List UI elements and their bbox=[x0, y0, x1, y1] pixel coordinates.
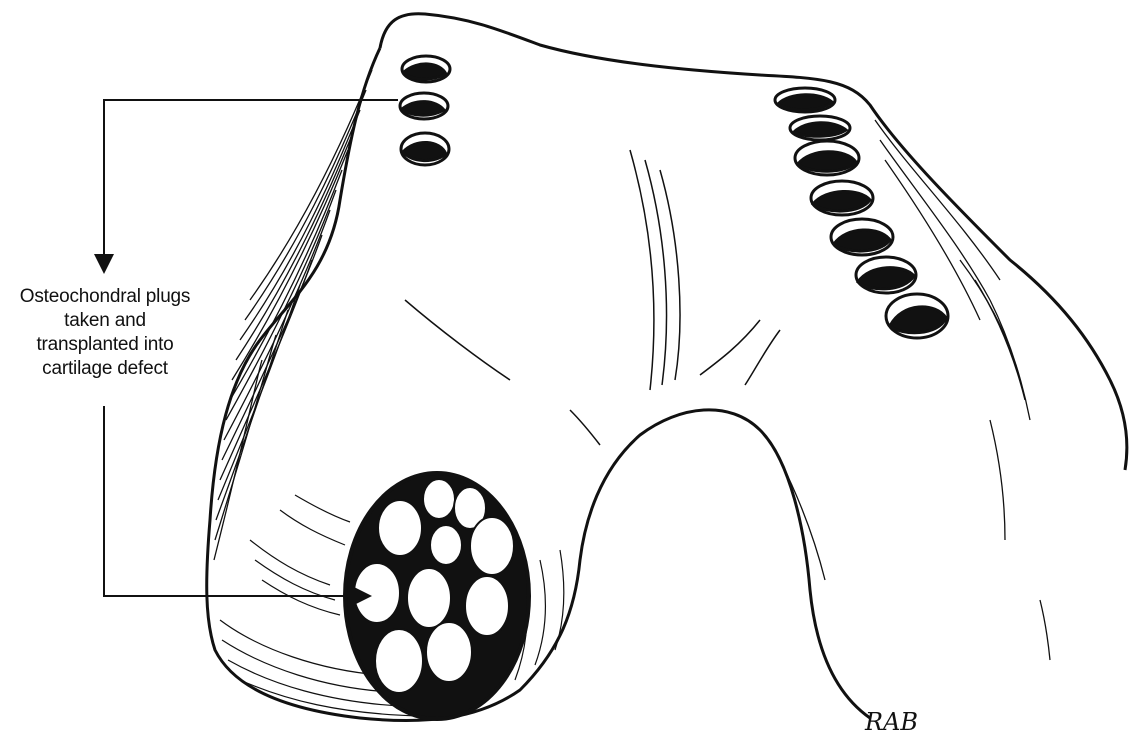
callout-line-2: taken and bbox=[0, 310, 210, 332]
callout-line-3: transplanted into bbox=[0, 334, 210, 356]
callout-line-4: cartilage defect bbox=[0, 358, 210, 380]
donor-holes-left bbox=[400, 56, 450, 165]
medial-shading bbox=[214, 70, 372, 560]
artist-signature: RAB bbox=[865, 708, 918, 736]
callout-line-1: Osteochondral plugs bbox=[0, 286, 210, 308]
arrow-to-defect bbox=[104, 406, 370, 596]
donor-holes-right bbox=[775, 88, 948, 338]
cartilage-defect bbox=[345, 473, 529, 719]
trochlear-lines bbox=[405, 150, 780, 445]
